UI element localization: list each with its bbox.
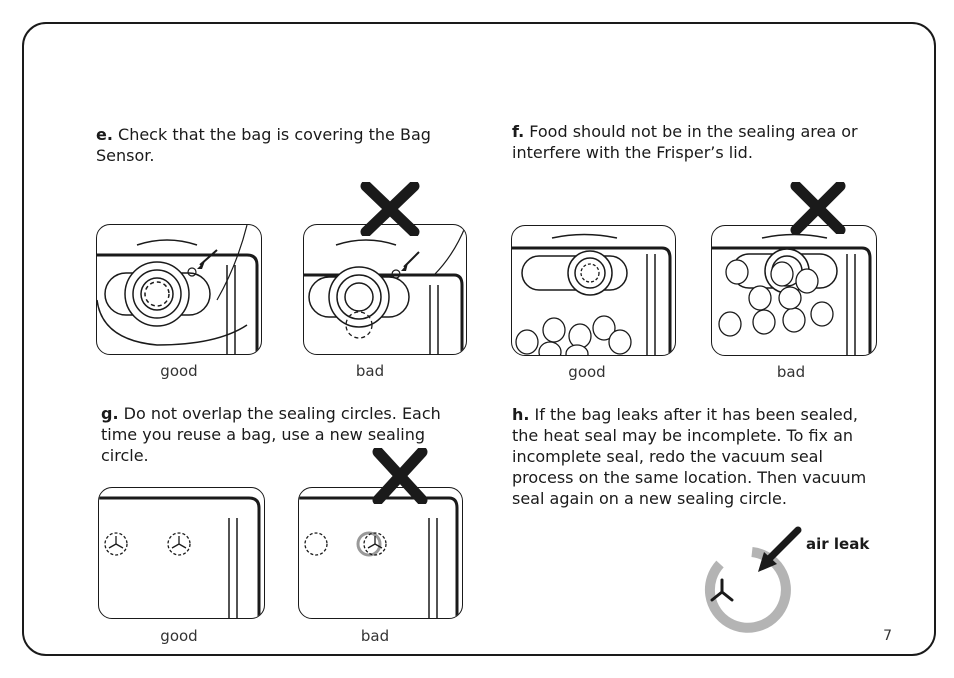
section-e-text: Check that the bag is covering the Bag S… [96, 125, 431, 165]
x-mark-icon [372, 448, 428, 504]
x-mark-icon [790, 182, 846, 234]
air-leak-illustration [704, 526, 802, 633]
illustration-g-bad [298, 487, 463, 619]
caption-f-good: good [568, 363, 606, 381]
section-h: h. If the bag leaks after it has been se… [512, 404, 882, 509]
illustration-f-bad [711, 225, 877, 356]
section-e-letter: e. [96, 125, 113, 144]
caption-g-bad: bad [360, 627, 390, 645]
caption-g-good: good [160, 627, 198, 645]
x-mark-icon [360, 182, 420, 236]
section-g: g. Do not overlap the sealing circles. E… [101, 403, 446, 466]
section-f-text: Food should not be in the sealing area o… [512, 122, 858, 162]
caption-e-bad: bad [355, 362, 385, 380]
section-e: e. Check that the bag is covering the Ba… [96, 124, 476, 166]
section-g-text: Do not overlap the sealing circles. Each… [101, 404, 441, 465]
caption-f-bad: bad [776, 363, 806, 381]
page-number: 7 [883, 628, 892, 644]
section-g-letter: g. [101, 404, 119, 423]
illustration-g-good [98, 487, 265, 619]
caption-e-good: good [160, 362, 198, 380]
illustration-e-bad [303, 224, 467, 355]
illustration-e-good [96, 224, 262, 355]
section-h-text: If the bag leaks after it has been seale… [512, 405, 867, 508]
section-f-letter: f. [512, 122, 525, 141]
air-leak-label: air leak [806, 535, 870, 553]
section-h-letter: h. [512, 405, 530, 424]
section-f: f. Food should not be in the sealing are… [512, 121, 882, 163]
page-border [22, 22, 936, 656]
illustration-f-good [511, 225, 676, 356]
